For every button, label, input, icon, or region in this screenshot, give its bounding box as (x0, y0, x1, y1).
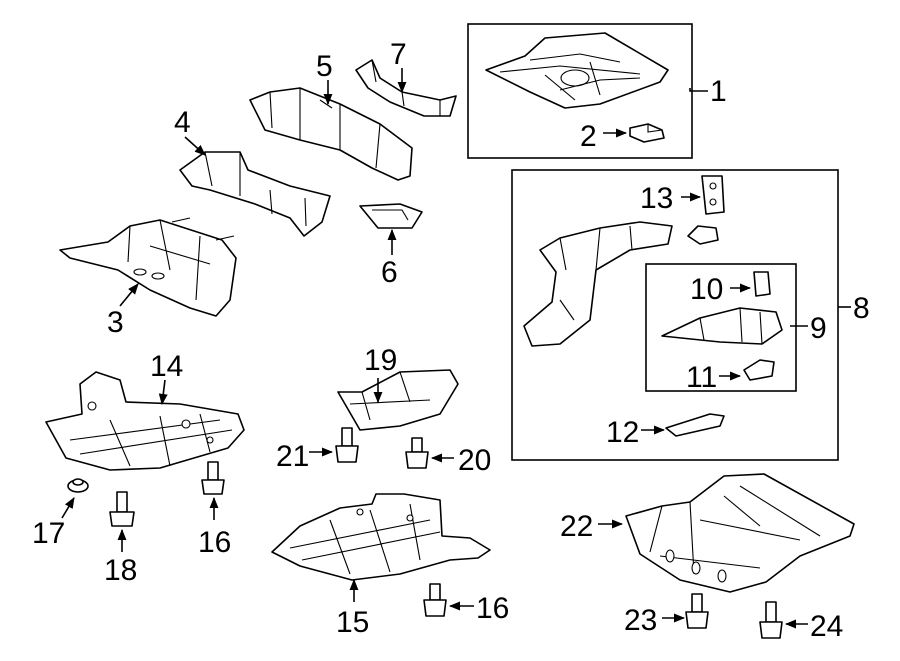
callout-20[interactable]: 20 (458, 444, 491, 477)
callout-21[interactable]: 21 (276, 440, 309, 473)
part-22-spare-tire-tub[interactable] (625, 473, 855, 593)
callout-16-right[interactable]: 16 (476, 592, 509, 625)
callout-2[interactable]: 2 (580, 120, 597, 153)
part-18-bolt[interactable] (109, 491, 135, 527)
callout-6[interactable]: 6 (381, 256, 398, 289)
part-17-nut[interactable] (67, 478, 89, 493)
callout-7[interactable]: 7 (390, 38, 407, 71)
callout-24[interactable]: 24 (810, 610, 843, 643)
callout-16-left[interactable]: 16 (198, 526, 231, 559)
leader-17 (61, 497, 75, 519)
part-14-splash-shield[interactable] (45, 371, 245, 471)
callout-22[interactable]: 22 (560, 510, 593, 543)
callout-15[interactable]: 15 (336, 606, 369, 639)
part-2-bracket[interactable] (629, 123, 665, 143)
leader-14 (158, 379, 168, 406)
callout-11[interactable]: 11 (686, 361, 717, 394)
part-24-bolt[interactable] (759, 601, 783, 639)
frame-rail-group-frame (511, 169, 839, 461)
leader-4 (184, 136, 206, 156)
callout-5[interactable]: 5 (316, 50, 333, 83)
part-16-bolt-right[interactable] (423, 583, 447, 617)
extension-group-frame (645, 263, 797, 392)
part-5-rail[interactable] (249, 87, 413, 181)
leader-1 (689, 88, 708, 92)
callout-10[interactable]: 10 (690, 273, 723, 306)
callout-17[interactable]: 17 (32, 517, 65, 550)
callout-9[interactable]: 9 (810, 312, 827, 345)
part-23-bolt[interactable] (685, 593, 709, 629)
part-15-splash-shield[interactable] (271, 493, 491, 581)
callout-18[interactable]: 18 (104, 554, 137, 587)
part-10-clip[interactable] (753, 271, 771, 297)
callout-19[interactable]: 19 (364, 344, 397, 377)
part-6-bracket[interactable] (359, 203, 423, 229)
part-19-bracket[interactable] (337, 369, 459, 431)
callout-23[interactable]: 23 (624, 604, 657, 637)
part-8-rear-rail[interactable] (523, 221, 673, 347)
callout-13[interactable]: 13 (640, 182, 673, 215)
part-13b-clip[interactable] (687, 225, 719, 245)
part-4-reinforcement[interactable] (179, 151, 331, 237)
part-16-bolt-left[interactable] (201, 461, 225, 495)
callout-14[interactable]: 14 (150, 350, 183, 383)
part-13-bracket[interactable] (701, 175, 725, 215)
part-12-strip[interactable] (665, 413, 725, 437)
callout-4[interactable]: 4 (174, 106, 191, 139)
part-1-rear-floor-pan[interactable] (485, 32, 669, 109)
part-20-bolt[interactable] (405, 437, 429, 469)
callout-12[interactable]: 12 (606, 416, 639, 449)
part-3-floor-section[interactable] (59, 217, 237, 317)
part-9-extension[interactable] (661, 307, 783, 345)
callout-1[interactable]: 1 (710, 75, 727, 108)
leader-3 (119, 283, 139, 307)
callout-8[interactable]: 8 (853, 292, 870, 325)
part-7-crossmember[interactable] (355, 59, 457, 117)
callout-3[interactable]: 3 (107, 306, 124, 339)
part-11-clip[interactable] (743, 359, 775, 381)
part-21-bolt[interactable] (335, 427, 359, 463)
